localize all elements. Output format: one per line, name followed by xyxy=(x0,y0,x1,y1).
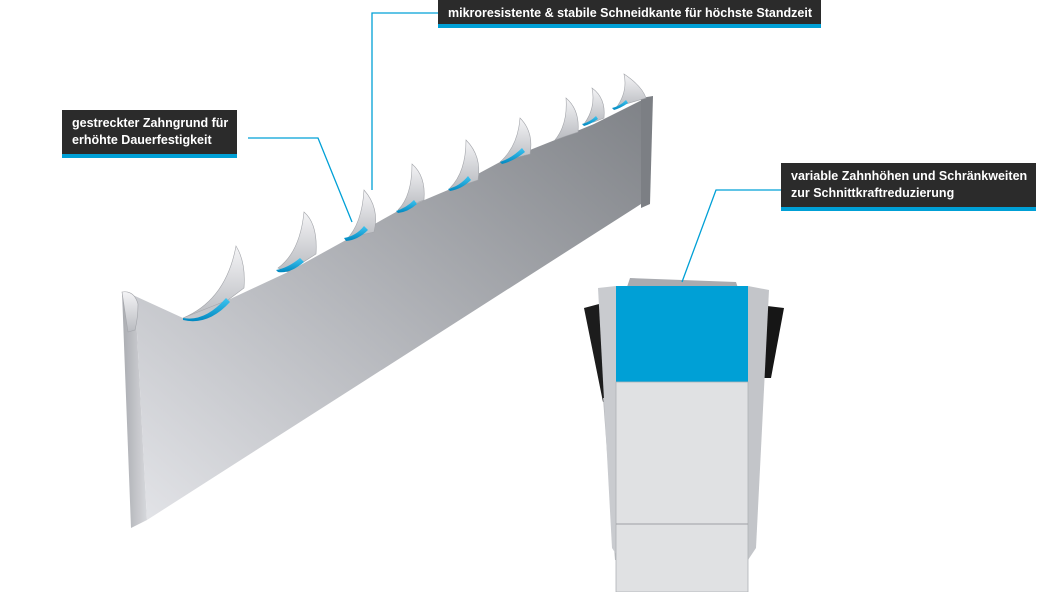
leader-lines xyxy=(248,12,781,283)
blade-body-center xyxy=(615,381,749,592)
callout-tooth-height-line1: variable Zahnhöhen und Schränkweiten xyxy=(791,169,1028,183)
callout-tooth-height-line2: zur Schnittkraftreduzierung xyxy=(791,186,955,200)
callout-tooth-root-line2: erhöhte Dauerfestigkeit xyxy=(72,133,212,147)
center-tooth-tip xyxy=(616,286,748,382)
callout-tooth-root: gestreckter Zahngrund für erhöhte Dauerf… xyxy=(62,110,238,158)
callout-cutting-edge: mikroresistente & stabile Schneidkante f… xyxy=(438,0,821,28)
blade-body-right-layer xyxy=(748,286,769,560)
blade-body-left-layer xyxy=(598,286,620,560)
blade-left-edge xyxy=(122,292,147,528)
leader-height xyxy=(681,189,781,283)
tooth-set-cross-section-illustration xyxy=(584,278,784,592)
gullet-highlights xyxy=(183,100,628,322)
blade-back-edge xyxy=(641,96,653,208)
callout-cutting-edge-line1: mikroresistente & stabile Schneidkante f… xyxy=(448,6,812,20)
leader-edge xyxy=(371,12,438,190)
callout-tooth-height: variable Zahnhöhen und Schränkweiten zur… xyxy=(781,163,1037,211)
callout-tooth-root-line1: gestreckter Zahngrund für xyxy=(72,116,229,130)
blade-face xyxy=(135,98,646,520)
saw-blade-illustration xyxy=(121,73,653,528)
leader-root xyxy=(248,137,353,223)
